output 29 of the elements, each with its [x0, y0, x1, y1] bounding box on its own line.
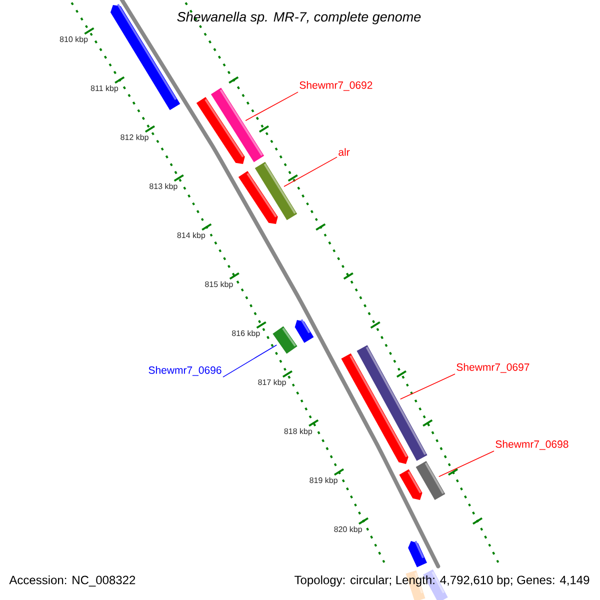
scale-label: 817 kbp — [258, 379, 286, 387]
scale-label: 811 kbp — [90, 85, 118, 93]
leader-line — [245, 92, 298, 121]
leader-line — [400, 374, 456, 400]
gene-label: Shewmr7_0696 — [148, 366, 222, 376]
gene-bar — [210, 88, 264, 162]
scale-label: 820 kbp — [334, 526, 362, 534]
scale-label: 812 kbp — [120, 134, 148, 142]
gene-bar — [254, 162, 298, 220]
leader-line — [438, 450, 494, 478]
scale-label: 816 kbp — [232, 330, 260, 338]
leader-line — [222, 344, 278, 378]
scale-label: 814 kbp — [177, 232, 206, 240]
scale-label: 818 kbp — [284, 428, 312, 436]
gene-label: alr — [338, 148, 350, 156]
gene-label: Shewmr7_0698 — [496, 440, 568, 450]
scale-label: 813 kbp — [150, 183, 178, 191]
scale-label: 810 kbp — [60, 36, 88, 44]
title: Shewanella sp. MR-7, complete genome — [177, 12, 421, 24]
gene-label: Shewmr7_0692 — [300, 81, 372, 91]
scale-label: 815 kbp — [205, 281, 233, 289]
accession-text: Accession: NC_008322 — [9, 575, 136, 587]
gene-bar — [272, 326, 298, 354]
scale-label: 819 kbp — [310, 477, 338, 485]
gene-bar — [356, 345, 428, 461]
leader-line — [284, 156, 338, 187]
gene-bar — [416, 461, 446, 500]
gene-label: Shewmr7_0697 — [456, 363, 530, 373]
genome-info-text: Topology: circular; Length: 4,792,610 bp; Genes: 4,149 — [294, 575, 590, 587]
